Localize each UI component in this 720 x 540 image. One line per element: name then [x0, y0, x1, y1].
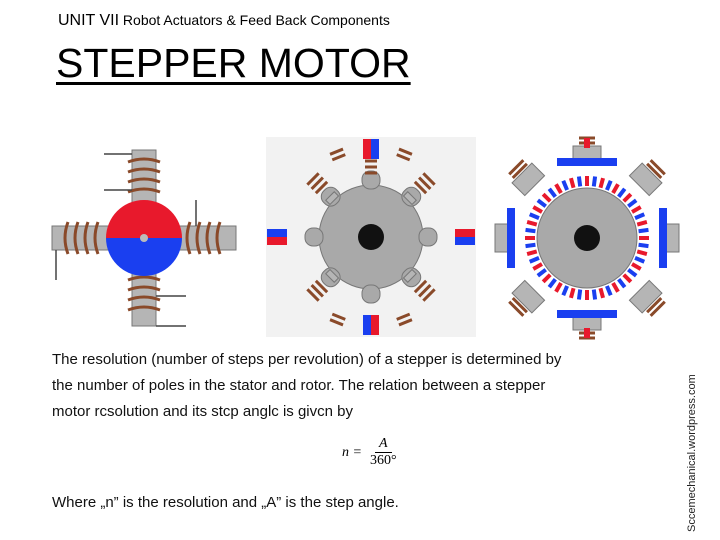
rotor-magnet-segment	[541, 192, 552, 203]
rotor-magnet-segment	[576, 176, 583, 187]
rotor-magnet-segment	[536, 268, 547, 278]
rotor-magnet-segment	[526, 249, 538, 256]
unit-label: UNIT VII	[58, 12, 120, 29]
rotor-magnet-segment	[576, 289, 583, 300]
slide-title: STEPPER MOTOR	[56, 40, 411, 86]
rotor-magnet-segment	[525, 242, 536, 249]
rotor-magnet-segment	[598, 287, 605, 299]
rotor-magnet-segment	[605, 285, 613, 297]
rotor-magnet-segment	[636, 220, 648, 227]
rotor-magnet-segment	[634, 256, 646, 264]
resolution-formula: n = A 360°	[342, 436, 401, 469]
rotor-magnet-segment	[605, 179, 613, 191]
stepper-diagram-variable-reluctance	[266, 137, 476, 337]
rotor-magnet-segment	[561, 285, 569, 297]
body-paragraph: The resolution (number of steps per revo…	[52, 347, 692, 425]
rotor-magnet-segment	[638, 227, 649, 234]
rotor-magnet-segment	[611, 282, 620, 293]
rotor-magnet-segment	[547, 278, 557, 289]
unit-subtitle: Robot Actuators & Feed Back Components	[119, 12, 390, 28]
rotor-magnet-segment	[622, 273, 633, 284]
rotor-magnet-segment	[569, 177, 576, 189]
rotor-magnet-segment	[622, 192, 633, 203]
rotor-magnet-segment	[561, 179, 569, 191]
rotor-magnet-segment	[554, 183, 563, 194]
rotor-magnet-segment	[536, 198, 547, 208]
rotor-magnet-segment	[634, 212, 646, 220]
rotor-magnet-segment	[525, 227, 536, 234]
rotor-magnet-segment	[528, 256, 540, 264]
rotor-magnet-segment	[532, 262, 543, 271]
rotor-magnet-segment	[591, 176, 598, 187]
rotor-magnet-segment	[547, 187, 557, 198]
body-line-2: the number of poles in the stator and ro…	[52, 377, 546, 394]
rotor-magnet-segment	[631, 205, 642, 214]
rotor-magnet-segment	[528, 212, 540, 220]
rotor-magnet-segment	[617, 278, 627, 289]
formula-fraction: A 360°	[366, 436, 401, 469]
rotor-magnet-segment	[611, 183, 620, 194]
rotor-magnet-segment	[526, 220, 538, 227]
rotor-magnet-segment	[532, 205, 543, 214]
rotor-magnet-segment	[541, 273, 552, 284]
rotor-magnet-segment	[591, 289, 598, 300]
rotor-magnet-segment	[554, 282, 563, 293]
rotor-magnet-segment	[627, 198, 638, 208]
rotor-magnet-segment	[631, 262, 642, 271]
stepper-diagram-hybrid	[482, 136, 692, 341]
rotor-magnet-segment	[627, 268, 638, 278]
rotor-magnet-segment	[569, 287, 576, 299]
slide-header: UNIT VII Robot Actuators & Feed Back Com…	[58, 12, 390, 30]
body-line-1: The resolution (number of steps per revo…	[52, 351, 562, 368]
rotor-magnet-segment	[636, 249, 648, 256]
formula-numerator: A	[374, 436, 392, 453]
body-line-3: motor rcsolution and its stcp anglc is g…	[52, 403, 353, 420]
watermark-url: Sccemechanical.wordpress.com	[686, 374, 698, 532]
where-statement: Where „n” is the resolution and „A” is t…	[52, 494, 399, 511]
rotor-magnet-segment	[598, 177, 605, 189]
formula-denominator: 360°	[369, 453, 397, 468]
rotor-magnet-segment	[617, 187, 627, 198]
rotor-magnet-segment	[638, 242, 649, 249]
stepper-diagram-simple	[46, 140, 242, 336]
formula-lhs: n =	[342, 444, 362, 460]
